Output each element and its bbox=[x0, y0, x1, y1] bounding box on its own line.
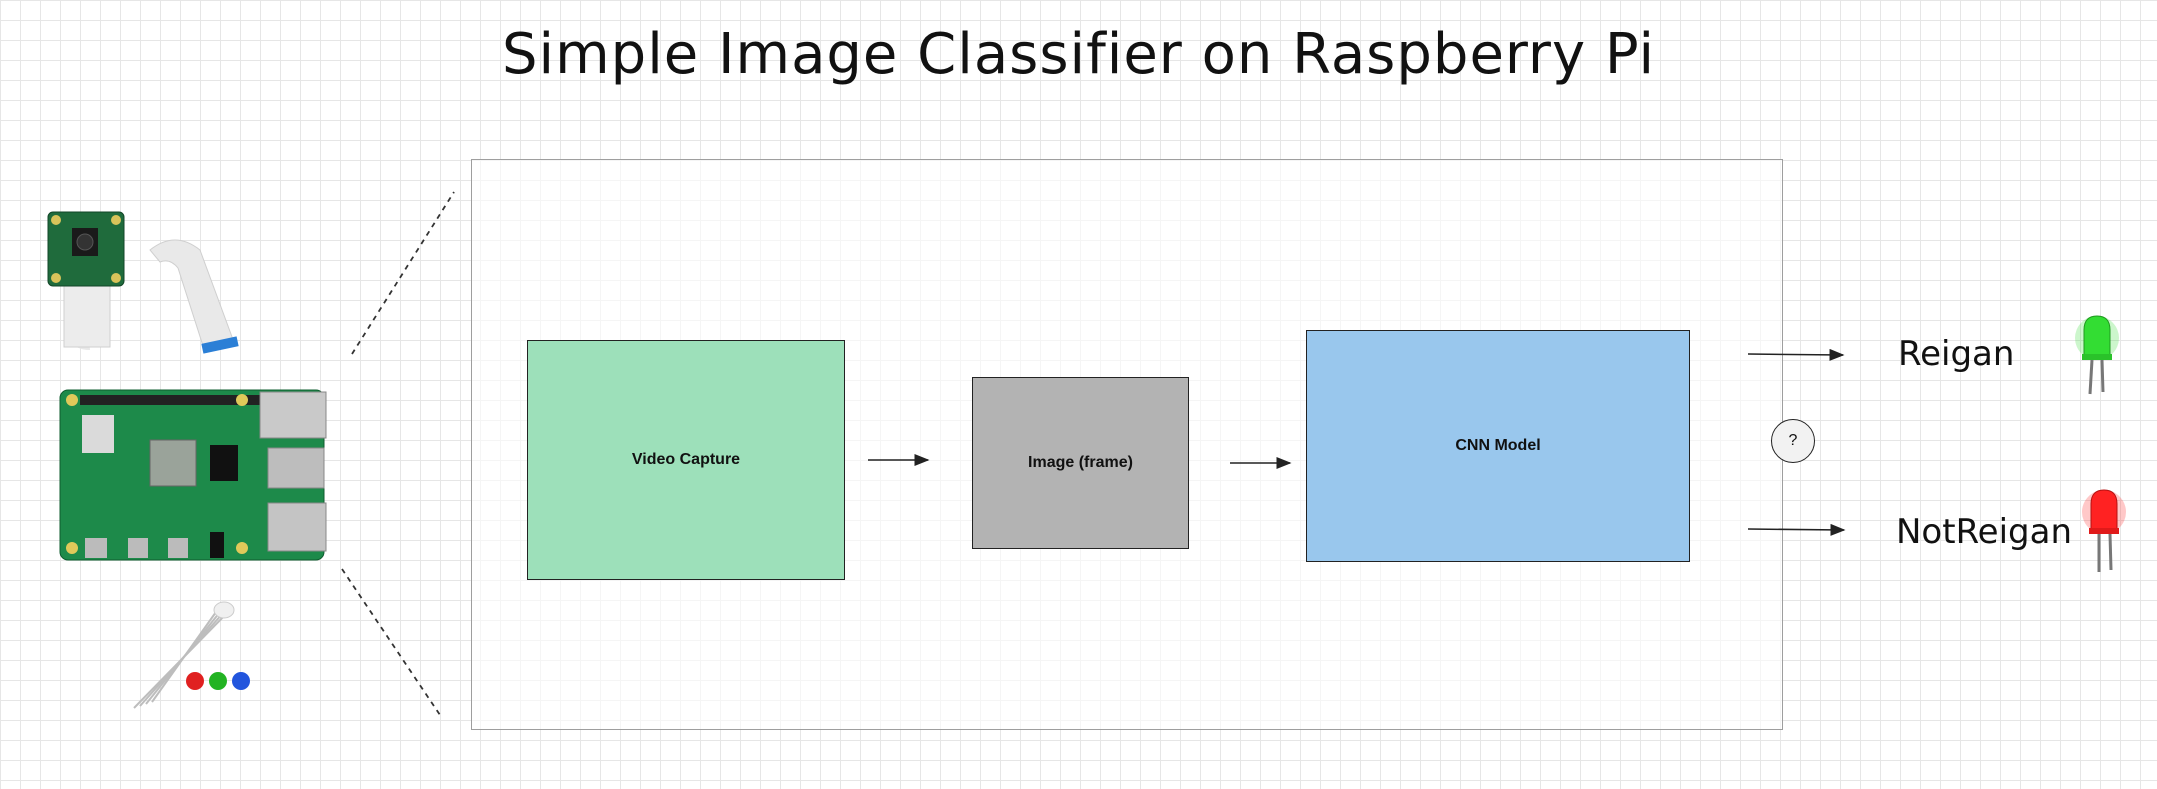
diagram-title: Simple Image Classifier on Raspberry Pi bbox=[501, 22, 1655, 87]
red-led-icon bbox=[2082, 489, 2126, 572]
rgb-led-icon bbox=[133, 601, 250, 709]
cnn-model-block: CNN Model bbox=[1306, 330, 1690, 562]
cnn-model-label: CNN Model bbox=[1455, 437, 1541, 454]
camera-module-icon bbox=[47, 211, 239, 354]
green-led-icon bbox=[2075, 315, 2119, 395]
image-frame-label: Image (frame) bbox=[1028, 454, 1133, 471]
output-label-positive: Reigan bbox=[1898, 334, 2015, 374]
decision-symbol: ? bbox=[1788, 432, 1798, 449]
video-capture-block: Video Capture bbox=[527, 340, 845, 580]
decision-node: ? bbox=[1771, 419, 1815, 463]
output-label-negative: NotReigan bbox=[1896, 512, 2072, 552]
image-frame-block: Image (frame) bbox=[972, 377, 1189, 549]
arrow-to-negative bbox=[1747, 523, 1846, 536]
zoom-line-top bbox=[351, 191, 455, 355]
arrow-to-positive bbox=[1747, 348, 1845, 361]
raspberry-pi-board-icon bbox=[59, 389, 327, 561]
video-capture-label: Video Capture bbox=[631, 451, 741, 468]
